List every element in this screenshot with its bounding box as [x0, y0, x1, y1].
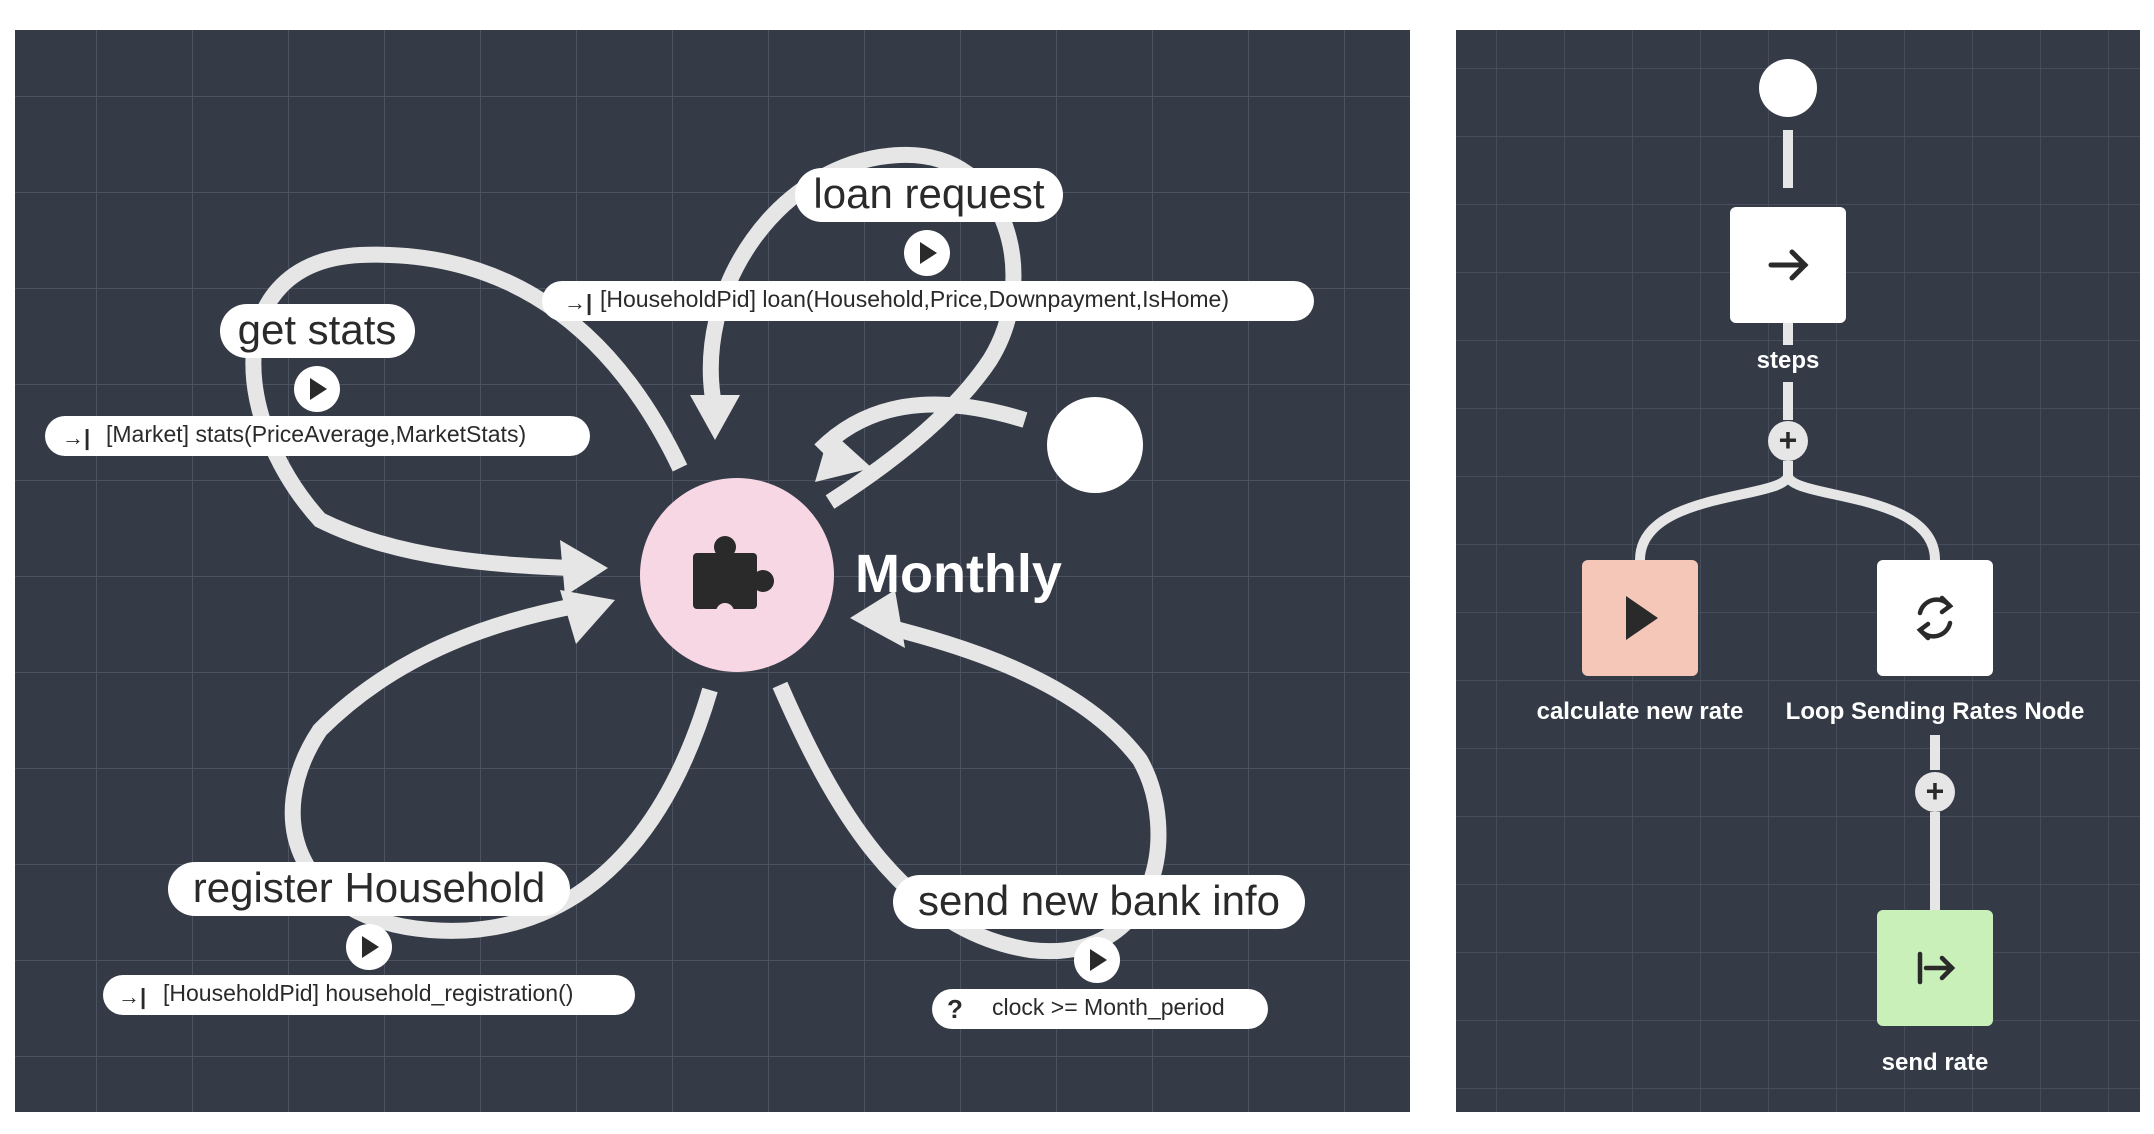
arrow-to-bar-icon: →| — [118, 984, 146, 1009]
state-machine-panel: Monthly loan request →| [HouseholdPid] l… — [15, 30, 1410, 1112]
state-label: Monthly — [855, 544, 1062, 604]
transition-condition: [HouseholdPid] loan(Household,Price,Down… — [600, 286, 1229, 312]
plus-icon: + — [1779, 422, 1798, 458]
transition-label: send new bank info — [918, 877, 1280, 924]
loop-icon — [1916, 595, 1954, 641]
arrow-right-icon — [1768, 249, 1809, 281]
arrow-to-bar-icon: →| — [62, 425, 90, 450]
tree-edge — [1783, 473, 1940, 561]
transition-condition: [Market] stats(PriceAverage,MarketStats) — [106, 421, 526, 447]
plus-icon: + — [1926, 773, 1945, 809]
transition-label: loan request — [813, 170, 1044, 217]
node-label: send rate — [1882, 1049, 1989, 1076]
play-icon — [1626, 596, 1658, 640]
transition-label: register Household — [193, 864, 546, 911]
arrowhead — [560, 590, 615, 644]
tree-root-node[interactable] — [1759, 59, 1817, 117]
play-icon[interactable] — [346, 924, 392, 970]
arrowhead — [690, 395, 740, 440]
transition-condition: clock >= Month_period — [992, 994, 1225, 1020]
play-icon[interactable] — [1074, 937, 1120, 983]
tree-node-send-rate[interactable]: send rate — [1877, 910, 1993, 1076]
state-node-monthly[interactable]: Monthly — [640, 478, 1062, 672]
tree-node-steps[interactable]: steps — [1730, 207, 1846, 374]
arrowhead — [560, 540, 608, 596]
tree-node-loop-sending-rates[interactable]: Loop Sending Rates Node — [1786, 560, 2085, 725]
node-label: steps — [1757, 347, 1820, 374]
transition-condition: [HouseholdPid] household_registration() — [163, 980, 573, 1006]
initial-state-node[interactable] — [1047, 397, 1143, 493]
tree-edge — [1635, 473, 1793, 561]
transition-get-stats[interactable]: get stats →| [Market] stats(PriceAverage… — [45, 304, 590, 456]
tree-node-calculate-new-rate[interactable]: calculate new rate — [1537, 560, 1744, 725]
question-icon: ? — [947, 994, 963, 1024]
edge-initial — [814, 396, 1028, 456]
transition-register-household[interactable]: register Household →| [HouseholdPid] hou… — [103, 862, 635, 1015]
play-icon[interactable] — [904, 230, 950, 276]
transition-send-new-bank-info[interactable]: send new bank info ? clock >= Month_peri… — [893, 875, 1305, 1029]
behavior-tree-panel: steps + calculate new rate Loop Sending … — [1456, 30, 2140, 1112]
send-bar-icon — [1917, 951, 1956, 985]
transition-label: get stats — [238, 306, 397, 353]
arrow-to-bar-icon: →| — [564, 290, 592, 315]
play-icon[interactable] — [294, 366, 340, 412]
puzzle-piece-icon — [693, 536, 774, 621]
transition-loan-request[interactable]: loan request →| [HouseholdPid] loan(Hous… — [542, 168, 1314, 321]
add-child-button[interactable]: + — [1768, 421, 1808, 461]
add-child-button[interactable]: + — [1915, 772, 1955, 812]
node-label: calculate new rate — [1537, 698, 1744, 725]
node-label: Loop Sending Rates Node — [1786, 698, 2085, 725]
arrowhead — [850, 590, 905, 648]
arrowhead — [815, 430, 872, 482]
